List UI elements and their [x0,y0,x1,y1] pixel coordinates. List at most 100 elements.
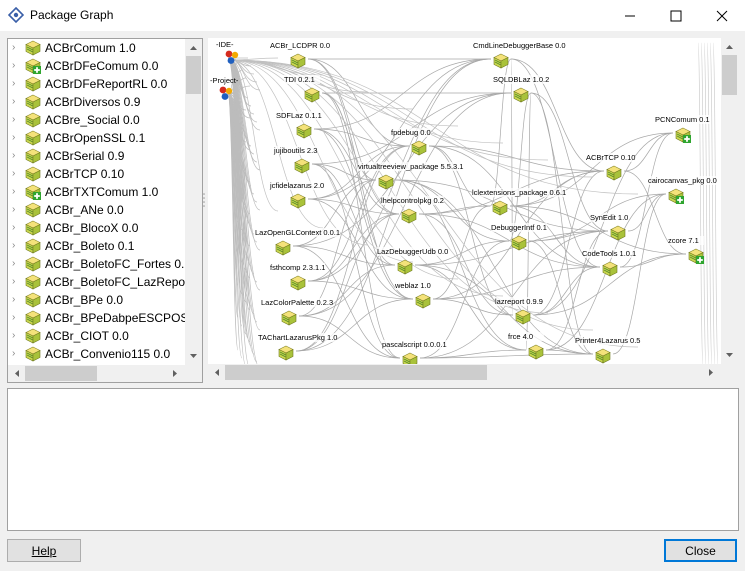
tree-item[interactable]: ›ACBr_Convenio115 0.0 [8,345,188,363]
expand-arrow-icon[interactable]: › [12,168,16,179]
graph-package-node[interactable]: cairocanvas_pkg 0.0 [648,176,717,204]
graph-node-label: pascalscript 0.0.0.1 [382,340,447,349]
graph-package-node[interactable]: DebuggerIntf 0.1 [491,223,547,251]
graph-root-node[interactable]: -IDE- [216,40,240,67]
tree-item-label: ACBrComum 1.0 [45,41,136,55]
expand-arrow-icon[interactable]: › [12,330,16,341]
graph-package-node[interactable]: SDFLaz 0.1.1 [276,111,322,139]
tree-hscroll-track [15,366,177,381]
horizontal-splitter[interactable] [355,382,385,392]
tree-vscroll-thumb [186,56,201,94]
graph-package-node[interactable]: Printer4Lazarus 0.5 [575,336,641,364]
tree-hscroll-thumb [25,366,97,381]
tree-item[interactable]: ›ACBrTXTComum 1.0 [8,183,188,201]
graph-package-node[interactable]: weblaz 1.0 [395,281,431,309]
expand-arrow-icon[interactable]: › [12,114,16,125]
expand-arrow-icon[interactable]: › [12,132,16,143]
tree-item-label: ACBrOpenSSL 0.1 [45,131,146,145]
expand-arrow-icon[interactable]: › [12,276,16,287]
graph-package-node[interactable]: SynEdit 1.0 [590,213,629,241]
expand-arrow-icon[interactable]: › [12,150,16,161]
graph-vscroll-track [722,45,737,357]
graph-package-node[interactable]: lclextensions_package 0.6.1 [472,188,567,216]
graph-package-node[interactable]: TAChartLazarusPkg 1.0 [258,333,338,361]
package-info-panel[interactable] [7,388,739,531]
tree-item-label: ACBr_BlocoX 0.0 [45,221,139,235]
package-icon [25,148,41,164]
multi-ball-icon [218,85,238,103]
tree-vertical-scrollbar[interactable] [185,39,202,365]
tree-horizontal-scrollbar[interactable] [8,365,185,382]
tree-item[interactable]: › ACBrDFeComum 0.0 [8,57,188,75]
graph-package-node[interactable]: ACBrTCP 0.10 [586,153,636,181]
graph-package-node[interactable]: LazOpenGLContext 0.0.1 [255,228,341,256]
expand-arrow-icon[interactable]: › [12,348,16,359]
expand-arrow-icon[interactable]: › [12,258,16,269]
graph-vertical-scrollbar[interactable] [721,38,738,364]
graph-package-node[interactable]: LazDebuggerUdb 0.0 [377,247,449,275]
package-tree[interactable]: › ACBrComum 1.0 › ACBrDFeComum 0.0 ›ACBrDFeR… [7,38,203,383]
graph-package-node[interactable]: PCNComum 0.1 [655,115,710,143]
package-icon [296,123,312,139]
tree-item[interactable]: ›ACBr_ANe 0.0 [8,201,188,219]
graph-package-node[interactable]: fsthcomp 2.3.1.1 [270,263,326,291]
graph-package-node[interactable]: CodeTools 1.0.1 [582,249,637,277]
tree-item[interactable]: › ACBrOpenSSL 0.1 [8,129,188,147]
tree-item-label: ACBrDFeComum 0.0 [45,59,159,73]
graph-package-node[interactable]: zcore 7.1 [668,236,704,264]
graph-package-node[interactable]: SQLDBLaz 1.0.2 [493,75,550,103]
vertical-splitter[interactable] [202,190,206,210]
multi-ball-icon [224,49,240,67]
package-icon [290,53,306,69]
graph-node-label: weblaz 1.0 [395,281,431,290]
graph-package-node[interactable]: virtualtreeview_package 5.5.3.1 [358,162,464,190]
tree-item[interactable]: ›ACBr_BoletoFC_Fortes 0.1 [8,255,191,273]
expand-arrow-icon[interactable]: › [12,78,16,89]
tree-item[interactable]: ›ACBrDiversos 0.9 [8,93,188,111]
graph-node-label: jujiboutils 2.3 [274,146,318,155]
expand-arrow-icon[interactable]: › [12,186,16,197]
tree-item[interactable]: ›ACBr_BPeDabpeESCPOS 0 [8,309,198,327]
tree-item[interactable]: ›ACBr_BoletoFC_LazReport [8,273,192,291]
tree-item[interactable]: › ACBr_BlocoX 0.0 [8,219,188,237]
close-button[interactable]: Close [664,539,737,562]
package-icon [493,53,509,69]
package-icon [415,293,431,309]
maximize-button[interactable] [653,0,699,31]
graph-package-node[interactable]: jcfidelazarus 2.0 [270,181,325,209]
graph-node-label: LazDebuggerUdb 0.0 [377,247,449,256]
expand-arrow-icon[interactable]: › [12,294,16,305]
graph-package-node[interactable]: TDI 0.2.1 [284,75,320,103]
tree-item[interactable]: ›ACBr_CIOT 0.0 [8,327,188,345]
graph-package-node[interactable]: lhelpcontrolpkg 0.2 [381,196,444,224]
graph-package-node[interactable]: jujiboutils 2.3 [274,146,318,174]
tree-item[interactable]: ›ACBrSerial 0.9 [8,147,188,165]
tree-item[interactable]: ›ACBrDFeReportRL 0.0 [8,75,188,93]
minimize-button[interactable] [607,0,653,31]
expand-arrow-icon[interactable]: › [12,96,16,107]
tree-item[interactable]: ›ACBrTCP 0.10 [8,165,188,183]
expand-arrow-icon[interactable]: › [12,42,16,53]
tree-item[interactable]: ›ACBr_Boleto 0.1 [8,237,188,255]
close-window-button[interactable] [699,0,745,31]
tree-item[interactable]: ›ACBre_Social 0.0 [8,111,188,129]
graph-root-node[interactable]: -Project- [210,76,238,103]
expand-arrow-icon[interactable]: › [12,240,16,251]
graph-package-node[interactable]: CmdLineDebuggerBase 0.0 [473,41,566,69]
graph-package-node[interactable]: lazreport 0.9.9 [495,297,543,325]
tree-item[interactable]: ›ACBr_BPe 0.0 [8,291,188,309]
graph-horizontal-scrollbar[interactable] [208,364,721,381]
expand-arrow-icon[interactable]: › [12,222,16,233]
graph-package-node[interactable]: LazColorPalette 0.2.3 [261,298,334,326]
expand-arrow-icon[interactable]: › [12,204,16,215]
graph-package-node[interactable]: frce 4.0 [508,332,544,360]
graph-package-node[interactable]: ACBr_LCDPR 0.0 [270,41,331,69]
expand-arrow-icon[interactable]: › [12,312,16,323]
package-icon [602,261,618,277]
help-button[interactable]: Help [7,539,81,562]
expand-arrow-icon[interactable]: › [12,60,16,71]
tree-item[interactable]: › ACBrComum 1.0 [8,39,188,57]
graph-package-node[interactable]: fpdebug 0.0 [391,128,431,156]
